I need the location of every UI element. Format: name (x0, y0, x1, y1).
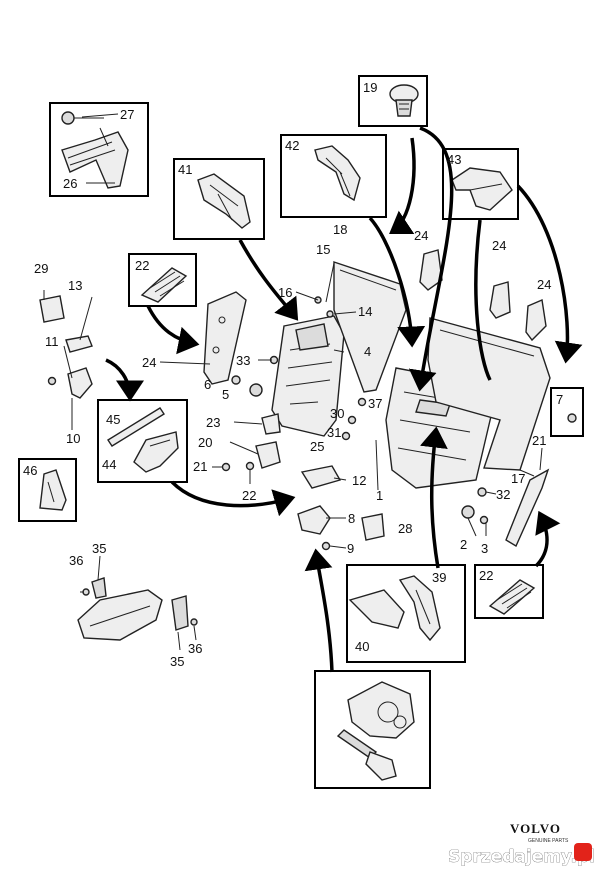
callout-35-a: 35 (92, 541, 106, 556)
volvo-brand-tagline: GENUINE PARTS (528, 838, 569, 844)
indication-arrows (105, 126, 583, 673)
volvo-logo: VOLVO GENUINE PARTS (510, 821, 569, 844)
callout-32: 32 (496, 487, 510, 502)
callout-9: 9 (347, 541, 354, 556)
latch-rod-21-17 (505, 468, 550, 548)
callout-14: 14 (358, 304, 372, 319)
callout-30: 30 (330, 406, 344, 421)
callout-10: 10 (66, 431, 80, 446)
seat-backrest-left-frame (271, 315, 345, 437)
callout-40: 40 (355, 639, 369, 654)
callout-6: 6 (204, 377, 211, 392)
detail-box-43 (442, 148, 519, 220)
detail-box-42 (280, 134, 387, 218)
volvo-brand-name: VOLVO (510, 821, 561, 836)
callout-33: 33 (236, 353, 250, 368)
callout-39: 39 (432, 570, 446, 585)
detail-box-7 (550, 387, 584, 437)
leader-lines (43, 113, 543, 651)
callout-7: 7 (556, 392, 563, 407)
callout-4: 4 (364, 344, 371, 359)
callout-36-a: 36 (69, 553, 83, 568)
callout-36-b: 36 (188, 641, 202, 656)
detail-box-39-40 (346, 564, 466, 663)
detail-box-22-bottom (474, 564, 544, 619)
callout-44: 44 (102, 457, 116, 472)
headrest-guides-24 (419, 249, 547, 342)
cover-panel-36 (77, 577, 189, 641)
callout-25: 25 (310, 439, 324, 454)
callout-26: 26 (63, 176, 77, 191)
callout-35-b: 35 (170, 654, 184, 669)
callout-1: 1 (376, 488, 383, 503)
side-bracket-24 (203, 291, 247, 385)
callout-46: 46 (23, 463, 37, 478)
callout-31: 31 (327, 425, 341, 440)
callout-24-a: 24 (414, 228, 428, 243)
callout-24-c: 24 (537, 277, 551, 292)
callout-3: 3 (481, 541, 488, 556)
callout-17: 17 (511, 471, 525, 486)
detail-box-27-26 (49, 102, 149, 197)
detail-box-19 (358, 75, 428, 127)
callout-21-a: 21 (532, 433, 546, 448)
detail-box-46 (18, 458, 77, 522)
callout-45: 45 (106, 412, 120, 427)
callout-11: 11 (45, 334, 59, 349)
callout-2: 2 (460, 537, 467, 552)
callout-22-a: 22 (135, 258, 149, 273)
callout-42: 42 (285, 138, 299, 153)
callout-22-c: 22 (479, 568, 493, 583)
callout-20: 20 (198, 435, 212, 450)
callout-21-b: 21 (193, 459, 207, 474)
callout-24-b: 24 (492, 238, 506, 253)
detail-box-lock (314, 670, 431, 789)
callout-28: 28 (398, 521, 412, 536)
callout-24-d: 24 (142, 355, 156, 370)
callout-5: 5 (222, 387, 229, 402)
watermark-text: Sprzedajemy.pl (448, 847, 595, 867)
callout-43: 43 (447, 152, 461, 167)
callout-12: 12 (352, 473, 366, 488)
callout-16: 16 (278, 285, 292, 300)
sprzedajemy-watermark: Sprzedajemy.pl (448, 843, 595, 867)
callout-13: 13 (68, 278, 82, 293)
callout-22-b: 22 (242, 488, 256, 503)
fasteners (47, 296, 489, 626)
hinge-parts-8-12-20-23 (39, 295, 385, 541)
callout-27: 27 (120, 107, 134, 122)
callout-37: 37 (368, 396, 382, 411)
callout-8: 8 (348, 511, 355, 526)
callout-19: 19 (363, 80, 377, 95)
callout-29: 29 (34, 261, 48, 276)
callout-18: 18 (333, 222, 347, 237)
callout-41: 41 (178, 162, 192, 177)
callout-23: 23 (206, 415, 220, 430)
callout-15: 15 (316, 242, 330, 257)
callout-numbers: 27 26 41 42 19 43 18 24 24 24 22 29 13 1… (23, 80, 563, 669)
detail-box-41 (173, 158, 265, 240)
detail-box-22-top (128, 253, 197, 307)
